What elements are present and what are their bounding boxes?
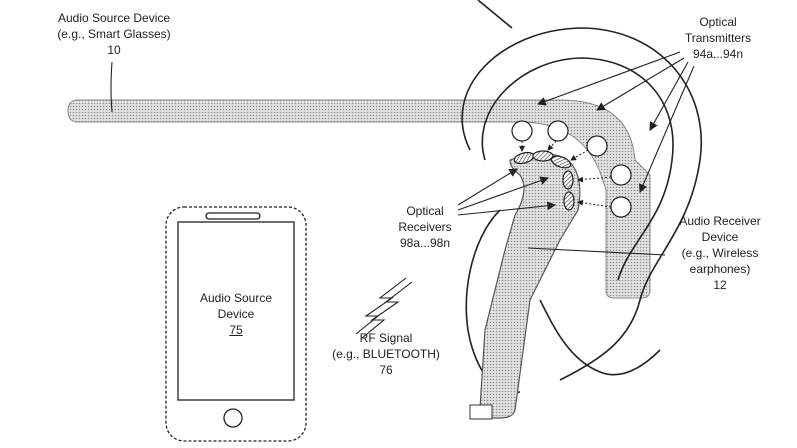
transmitter-3 — [586, 135, 608, 157]
smart-glasses-band — [67, 99, 651, 299]
receiver-3 — [550, 155, 572, 169]
leader-arrows — [110, 51, 695, 256]
transmitter-2 — [547, 120, 569, 142]
transmitter-4 — [610, 164, 632, 186]
light-paths — [519, 140, 612, 208]
optical-transmitters — [511, 120, 632, 218]
smartphone-icon — [165, 206, 307, 442]
receiver-4 — [562, 170, 574, 190]
receiver-2 — [532, 150, 554, 162]
optical-receivers — [513, 150, 575, 211]
lightning-bolt-icon — [355, 277, 413, 339]
label-audio-source-glasses: Audio Source Device (e.g., Smart Glasses… — [57, 11, 171, 57]
transmitter-5 — [610, 196, 632, 218]
label-audio-source-phone: Audio Source Device 75 — [199, 291, 273, 337]
receiver-5 — [563, 191, 575, 211]
label-rf-signal: RF Signal (e.g., BLUETOOTH) 76 — [332, 331, 440, 377]
label-audio-receiver: Audio Receiver Device (e.g., Wireless ea… — [679, 214, 761, 292]
transmitter-1 — [511, 120, 533, 142]
label-optical-transmitters: Optical Transmitters 94a...94n — [684, 15, 752, 61]
label-optical-receivers: Optical Receivers 98a...98n — [398, 204, 452, 250]
